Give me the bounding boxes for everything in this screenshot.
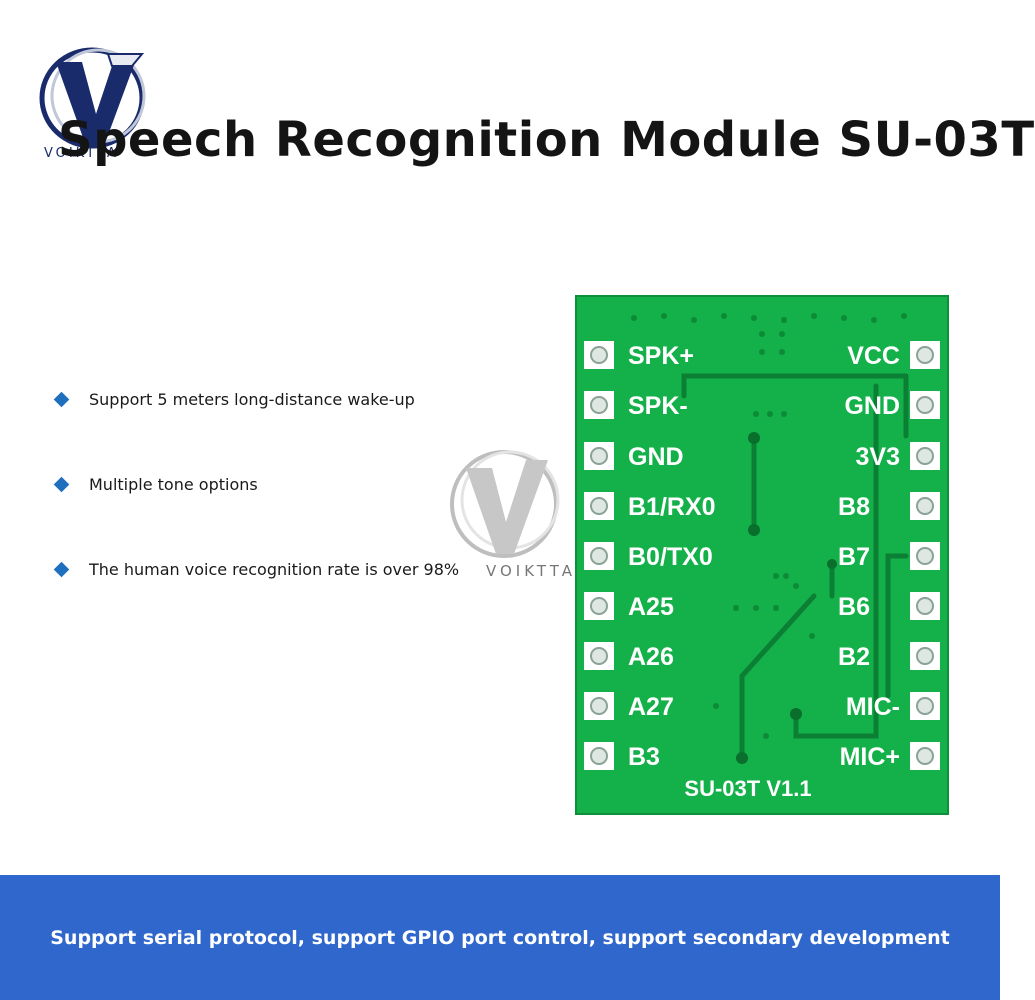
pin-label-left: GND <box>628 443 684 471</box>
pin-label-right: MIC+ <box>840 743 900 771</box>
feature-item: The human voice recognition rate is over… <box>53 560 460 579</box>
pin-label-left: B1/RX0 <box>628 493 716 521</box>
diamond-bullet-icon <box>53 561 70 578</box>
pin-label-left: SPK- <box>628 392 688 420</box>
pin-label-left: A25 <box>628 593 674 621</box>
pin-label-left: SPK+ <box>628 342 694 370</box>
pin-label-right: B2 <box>838 643 870 671</box>
board-model-label: SU-03T V1.1 <box>684 776 811 801</box>
pin-label-right: B8 <box>838 493 870 521</box>
pcb-board: SPK+ SPK- GND B1/RX0 B0/TX0 A25 A26 A27 … <box>575 295 949 815</box>
pin-label-right: B6 <box>838 593 870 621</box>
feature-text: Multiple tone options <box>89 475 258 494</box>
pin-label-right: GND <box>844 392 900 420</box>
pin-label-left: A27 <box>628 693 674 721</box>
feature-text: Support 5 meters long-distance wake-up <box>89 390 415 409</box>
pin-label-left: A26 <box>628 643 674 671</box>
watermark-text: VOIKTTA <box>486 562 577 580</box>
watermark-logo-icon <box>450 450 560 558</box>
footer-banner: Support serial protocol, support GPIO po… <box>0 875 1000 1000</box>
feature-text: The human voice recognition rate is over… <box>89 560 460 579</box>
pin-label-left: B3 <box>628 743 660 771</box>
feature-item: Multiple tone options <box>53 475 258 494</box>
pin-label-right: VCC <box>847 342 900 370</box>
logo-text: VOIKTTA <box>44 146 119 161</box>
page-title: Speech Recognition Module SU-03T <box>58 112 1035 168</box>
footer-text: Support serial protocol, support GPIO po… <box>50 926 950 949</box>
diamond-bullet-icon <box>53 391 70 408</box>
pin-label-left: B0/TX0 <box>628 543 713 571</box>
pin-label-right: 3V3 <box>856 443 900 471</box>
v-circle-logo-icon <box>39 47 146 149</box>
pin-label-right: B7 <box>838 543 870 571</box>
diamond-bullet-icon <box>53 476 70 493</box>
feature-item: Support 5 meters long-distance wake-up <box>53 390 415 409</box>
pin-label-right: MIC- <box>846 693 900 721</box>
